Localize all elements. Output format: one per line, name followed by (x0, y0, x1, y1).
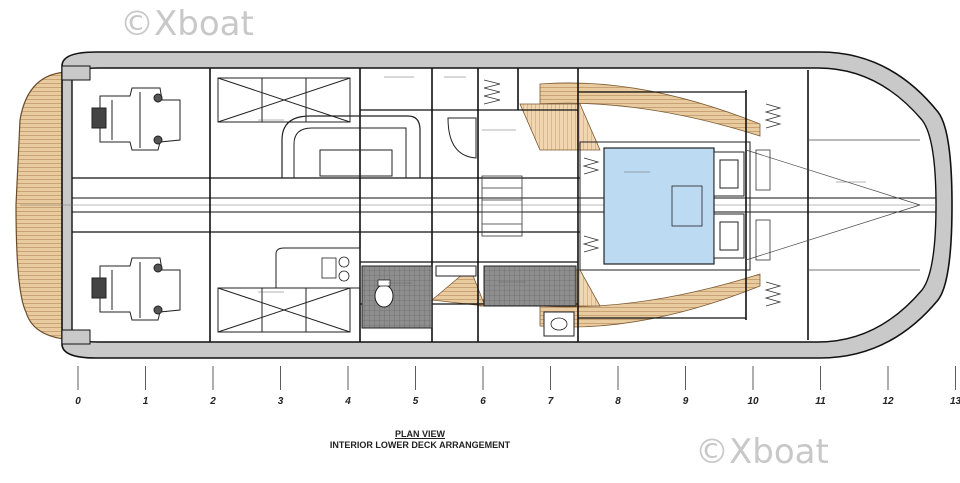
sink-icon (544, 312, 574, 336)
frame-number-6: 6 (471, 396, 495, 407)
master-berth (604, 148, 714, 264)
drawing-title: PLAN VIEW INTERIOR LOWER DECK ARRANGEMEN… (260, 429, 580, 451)
head-aft-floor (362, 266, 432, 328)
frame-number-3: 3 (269, 396, 293, 407)
shower-step (436, 266, 476, 276)
frame-number-13: 13 (944, 396, 960, 407)
frame-number-2: 2 (201, 396, 225, 407)
frame-number-10: 10 (741, 396, 765, 407)
frame-number-1: 1 (134, 396, 158, 407)
transom-step-top (62, 66, 90, 80)
frame-number-8: 8 (606, 396, 630, 407)
frame-number-11: 11 (809, 396, 833, 407)
frame-number-5: 5 (404, 396, 428, 407)
frame-number-12: 12 (876, 396, 900, 407)
drawing-title-line2: INTERIOR LOWER DECK ARRANGEMENT (260, 440, 580, 451)
frame-number-9: 9 (674, 396, 698, 407)
transom-step-bottom (62, 330, 90, 344)
watermark-bottom: ©Xboat (695, 432, 829, 472)
frame-number-0: 0 (66, 396, 90, 407)
nightstand-top (714, 152, 744, 196)
frame-number-7: 7 (539, 396, 563, 407)
frame-ticks (78, 366, 956, 390)
watermark-top: ©Xboat (120, 4, 254, 44)
toilet-icon (375, 280, 393, 307)
nightstand-bottom (714, 214, 744, 258)
head-fwd-floor (484, 266, 576, 306)
frame-number-4: 4 (336, 396, 360, 407)
drawing-title-line1: PLAN VIEW (260, 429, 580, 440)
